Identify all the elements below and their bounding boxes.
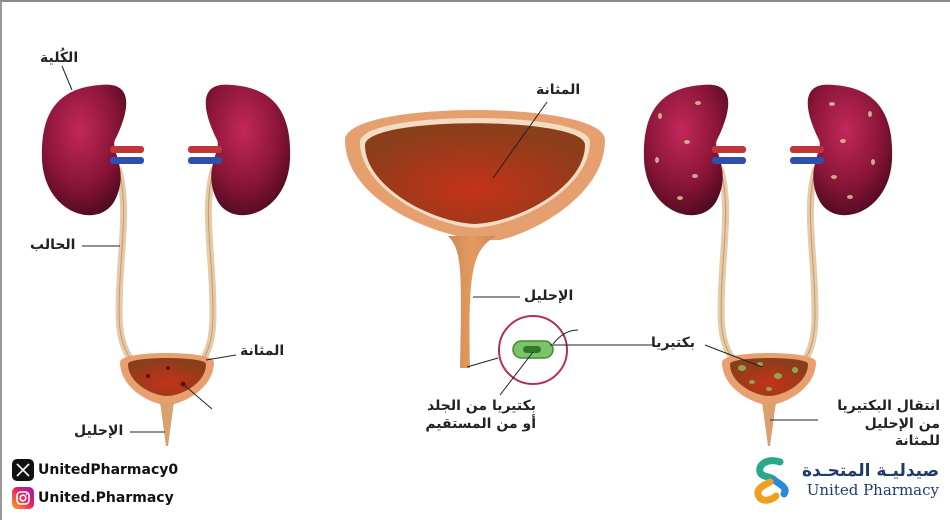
right-vein bbox=[188, 157, 222, 164]
label-urethra-center: الإحليل bbox=[524, 288, 574, 304]
left-panel bbox=[41, 65, 291, 446]
label-bladder-center: المثانة bbox=[536, 82, 581, 98]
right-kidney bbox=[205, 84, 291, 216]
label-bacteria-transfer: انتقال البكتيريا من الإحليل للمثانة bbox=[837, 398, 940, 449]
infected-right-kidney bbox=[807, 84, 893, 216]
label-bacteria: بكتيريا bbox=[651, 335, 696, 351]
x-handle: UnitedPharmacy0 bbox=[38, 462, 179, 478]
label-bacteria-source: بكتيريا من الجلد أو من المستقيم bbox=[425, 398, 536, 432]
left-kidney bbox=[41, 84, 127, 216]
brand-name-english: United Pharmacy bbox=[806, 481, 940, 499]
infected-left-kidney bbox=[643, 84, 729, 216]
right-panel bbox=[643, 84, 893, 446]
label-ureter: الحالب bbox=[30, 237, 76, 253]
center-panel bbox=[345, 101, 655, 396]
right-artery bbox=[188, 146, 222, 153]
center-urethra bbox=[448, 236, 496, 368]
social-x[interactable]: UnitedPharmacy0 bbox=[12, 459, 178, 481]
left-urethra bbox=[160, 402, 174, 446]
instagram-handle: United.Pharmacy bbox=[38, 490, 174, 506]
instagram-icon bbox=[12, 487, 34, 509]
label-bladder-left: المثانة bbox=[240, 343, 285, 359]
pharmacy-logo-icon bbox=[754, 457, 789, 504]
label-kidney: الكُلية bbox=[40, 50, 79, 66]
social-instagram[interactable]: United.Pharmacy bbox=[12, 487, 174, 509]
brand-logo: صيدليـة المتحـدة United Pharmacy bbox=[750, 456, 939, 504]
left-vein bbox=[110, 157, 144, 164]
label-urethra-left: الإحليل bbox=[74, 423, 124, 439]
left-artery bbox=[110, 146, 144, 153]
brand-name-arabic: صيدليـة المتحـدة bbox=[802, 461, 940, 481]
x-icon bbox=[12, 459, 34, 481]
